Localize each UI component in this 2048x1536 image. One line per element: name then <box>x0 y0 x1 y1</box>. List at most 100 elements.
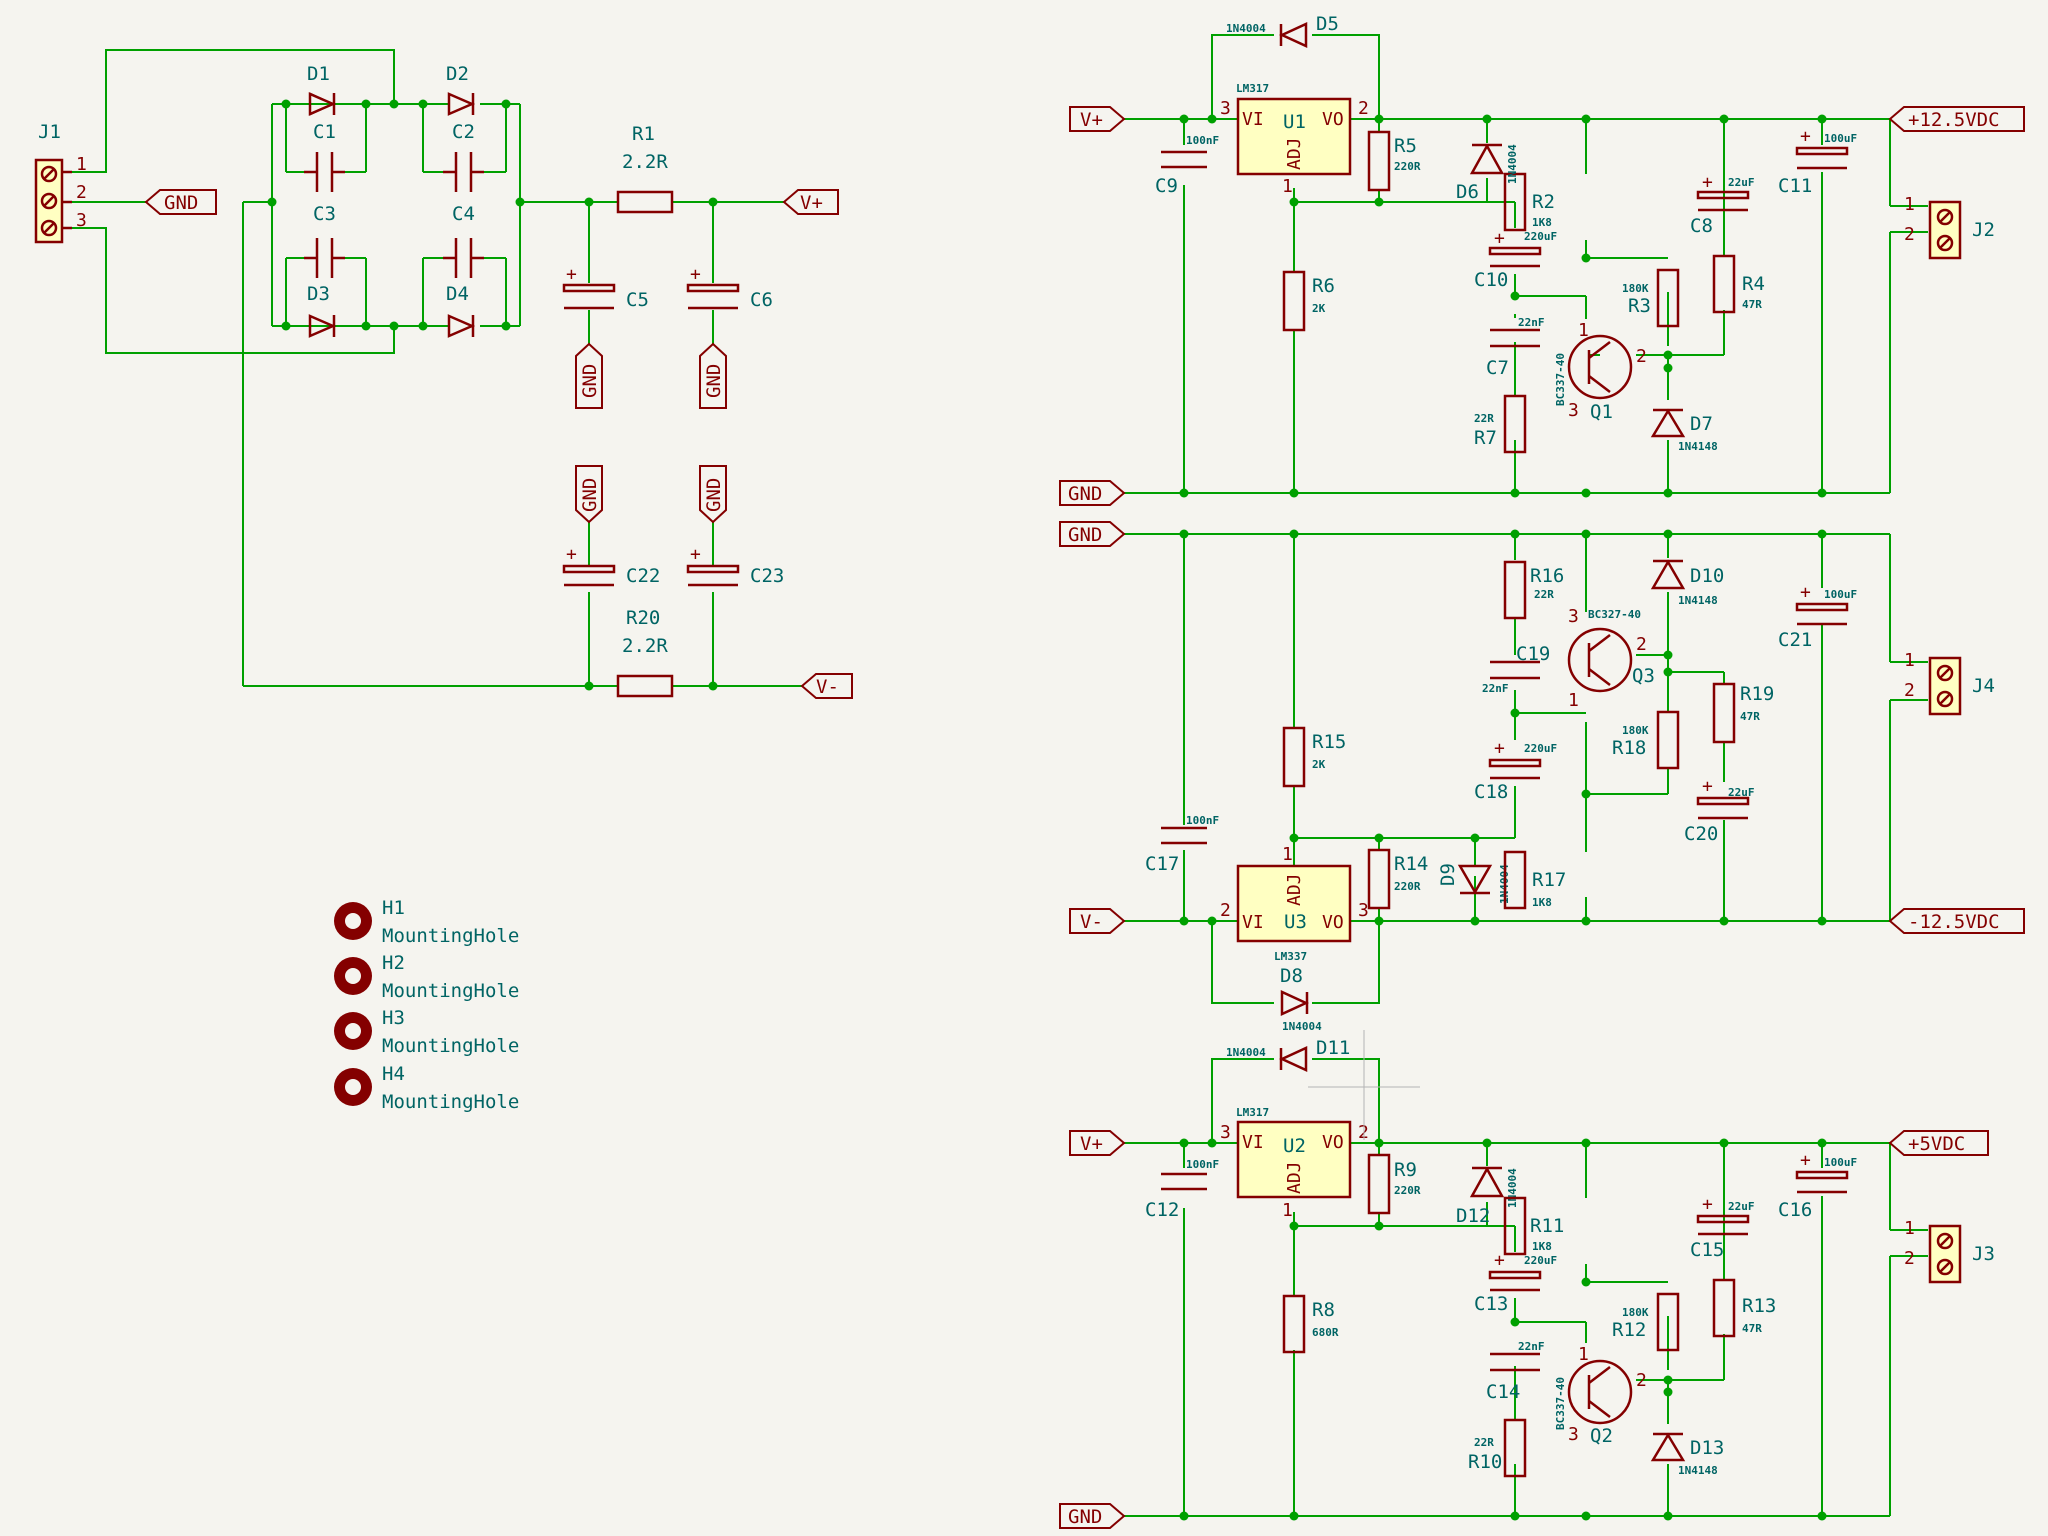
capacitor-c1[interactable]: C1 <box>304 121 345 192</box>
net-label-gnd[interactable]: GND <box>575 465 603 524</box>
mounting-hole-h1[interactable]: H1 MountingHole <box>334 897 519 947</box>
capacitor-c21[interactable]: + 100uF C21 <box>1778 582 1857 651</box>
net-label-gnd[interactable]: GND <box>144 189 217 215</box>
capacitor-c8[interactable]: + 22uF C8 <box>1690 172 1755 237</box>
net-label-vminus[interactable]: V- <box>1069 908 1126 934</box>
capacitor-c9[interactable]: 100nF C9 <box>1155 134 1219 197</box>
pin-label: 2 <box>1904 1248 1915 1269</box>
capacitor-c17[interactable]: 100nF C17 <box>1145 814 1219 875</box>
resistor-r1[interactable]: R1 2.2R <box>616 123 674 214</box>
resistor-r13[interactable]: R13 47R <box>1712 1278 1776 1338</box>
resistor-r8[interactable]: R8 680R <box>1282 1294 1339 1354</box>
capacitor-c10[interactable]: + 220uF C10 <box>1474 228 1557 291</box>
mounting-hole-h4[interactable]: H4 MountingHole <box>334 1063 519 1113</box>
diode-d5[interactable]: 1N4004 D5 <box>1226 13 1339 48</box>
capacitor-c18[interactable]: + 220uF C18 <box>1474 738 1557 803</box>
capacitor-c3[interactable]: C3 <box>304 203 345 278</box>
net-label-gnd[interactable]: GND <box>1059 521 1126 547</box>
resistor-r16[interactable]: R16 22R <box>1503 560 1564 620</box>
net-label-12v5[interactable]: +12.5VDC <box>1888 106 2025 132</box>
diode-d11[interactable]: 1N4004 D11 <box>1226 1037 1350 1072</box>
net-label-text: V+ <box>1080 109 1103 131</box>
capacitor-c22[interactable]: + C22 <box>562 544 660 587</box>
diode-d4[interactable]: D4 <box>446 283 476 338</box>
resistor-r2[interactable]: R2 1K8 <box>1503 172 1555 232</box>
net-label-vplus[interactable]: V+ <box>782 189 839 215</box>
value-u2: LM317 <box>1236 1106 1269 1119</box>
wires <box>70 34 1928 1517</box>
capacitor-c19[interactable]: C19 22nF <box>1482 643 1550 695</box>
capacitor-c16[interactable]: + 100uF C16 <box>1778 1150 1857 1221</box>
net-label-gnd[interactable]: GND <box>699 465 727 524</box>
resistor-r7[interactable]: 22R R7 <box>1474 394 1527 454</box>
pin-vo: VO <box>1322 1132 1344 1153</box>
connector-j3[interactable]: J3 1 2 <box>1904 1218 1995 1284</box>
capacitor-c5[interactable]: + C5 <box>562 264 649 311</box>
value-r7: 22R <box>1474 412 1494 425</box>
resistor-r12[interactable]: 180K R12 <box>1612 1292 1680 1352</box>
diode-d13[interactable]: D13 1N4148 <box>1650 1432 1724 1477</box>
diode-d9[interactable]: 1N4004 D9 <box>1437 863 1511 904</box>
value-d10: 1N4148 <box>1678 594 1718 607</box>
resistor-r20[interactable]: R20 2.2R <box>616 607 674 698</box>
resistor-r6[interactable]: R6 2K <box>1282 270 1335 332</box>
net-label-gnd[interactable]: GND <box>575 342 603 409</box>
regulator-u2[interactable]: VI VO ADJ U2 LM317 3 2 1 <box>1220 1106 1369 1221</box>
mounting-hole-h2[interactable]: H2 MountingHole <box>334 952 519 1002</box>
capacitor-c14[interactable]: 22nF C14 <box>1486 1340 1545 1403</box>
capacitor-c13[interactable]: + 220uF C13 <box>1474 1250 1557 1315</box>
capacitor-c15[interactable]: + 22uF C15 <box>1690 1194 1755 1261</box>
pin-label: 1 <box>1282 1200 1293 1221</box>
capacitor-c4[interactable]: C4 <box>443 203 484 278</box>
diode-d10[interactable]: D10 1N4148 <box>1650 559 1724 607</box>
diode-d7[interactable]: D7 1N4148 <box>1650 408 1718 453</box>
diode-d1[interactable]: D1 <box>307 63 337 116</box>
ref-d1: D1 <box>307 63 330 85</box>
resistor-r11[interactable]: R11 1K8 <box>1503 1196 1564 1256</box>
diode-d8[interactable]: 1N4004 D8 <box>1280 965 1322 1033</box>
resistor-r15[interactable]: R15 2K <box>1282 726 1346 788</box>
resistor-r4[interactable]: R4 47R <box>1712 254 1765 314</box>
diode-d3[interactable]: D3 <box>307 283 337 338</box>
net-label-gnd[interactable]: GND <box>699 342 727 409</box>
connector-j4[interactable]: J4 1 2 <box>1904 650 1995 716</box>
value-h2: MountingHole <box>382 980 519 1002</box>
net-label-gnd[interactable]: GND <box>1059 1503 1126 1529</box>
net-label-vplus[interactable]: V+ <box>1069 1130 1126 1156</box>
transistor-q2[interactable]: BC337-40 Q2 1 2 3 <box>1554 1344 1647 1447</box>
resistor-r5[interactable]: R5 220R <box>1367 130 1421 192</box>
net-label-gnd[interactable]: GND <box>1059 480 1126 506</box>
ref-c5: C5 <box>626 289 649 311</box>
diode-d6[interactable]: 1N4004 D6 <box>1456 143 1519 203</box>
connector-j2[interactable]: J2 1 2 <box>1904 194 1995 260</box>
transistor-q3[interactable]: BC327-40 Q3 3 2 1 <box>1567 606 1655 711</box>
net-label-vminus[interactable]: V- <box>800 673 853 699</box>
capacitor-c2[interactable]: C2 <box>443 121 484 192</box>
connector-j1[interactable]: J1 1 2 3 <box>34 121 87 244</box>
net-label-vplus[interactable]: V+ <box>1069 106 1126 132</box>
capacitor-c11[interactable]: + 100uF C11 <box>1778 126 1857 197</box>
resistor-r18[interactable]: 180K R18 <box>1612 710 1680 770</box>
capacitor-c20[interactable]: + 22uF C20 <box>1684 776 1755 845</box>
mounting-hole-h3[interactable]: H3 MountingHole <box>334 1007 519 1057</box>
pin-adj: ADJ <box>1284 873 1305 906</box>
resistor-r10[interactable]: 22R R10 <box>1468 1418 1527 1478</box>
capacitor-c7[interactable]: 22nF C7 <box>1486 316 1545 379</box>
regulator-u1[interactable]: VI VO ADJ U1 LM317 3 2 1 <box>1220 82 1369 197</box>
net-label-neg12v5[interactable]: -12.5VDC <box>1888 908 2025 934</box>
transistor-q1[interactable]: BC337-40 Q1 1 2 3 <box>1554 320 1647 423</box>
resistor-r3[interactable]: 180K R3 <box>1622 268 1680 328</box>
diode-d2[interactable]: D2 <box>446 63 476 116</box>
ref-r1: R1 <box>632 123 655 145</box>
resistor-r17[interactable]: R17 1K8 <box>1503 850 1566 910</box>
ref-r2: R2 <box>1532 191 1555 213</box>
resistor-r9[interactable]: R9 220R <box>1367 1153 1421 1215</box>
resistor-r19[interactable]: R19 47R <box>1712 682 1774 744</box>
polarity-plus: + <box>1494 228 1505 249</box>
regulator-u3[interactable]: VI VO ADJ U3 LM337 2 3 1 <box>1220 844 1369 963</box>
capacitor-c6[interactable]: + C6 <box>686 264 773 311</box>
resistor-r14[interactable]: R14 220R <box>1367 848 1428 910</box>
net-label-5v[interactable]: +5VDC <box>1888 1130 1989 1156</box>
capacitor-c12[interactable]: 100nF C12 <box>1145 1158 1219 1221</box>
capacitor-c23[interactable]: + C23 <box>686 544 784 587</box>
